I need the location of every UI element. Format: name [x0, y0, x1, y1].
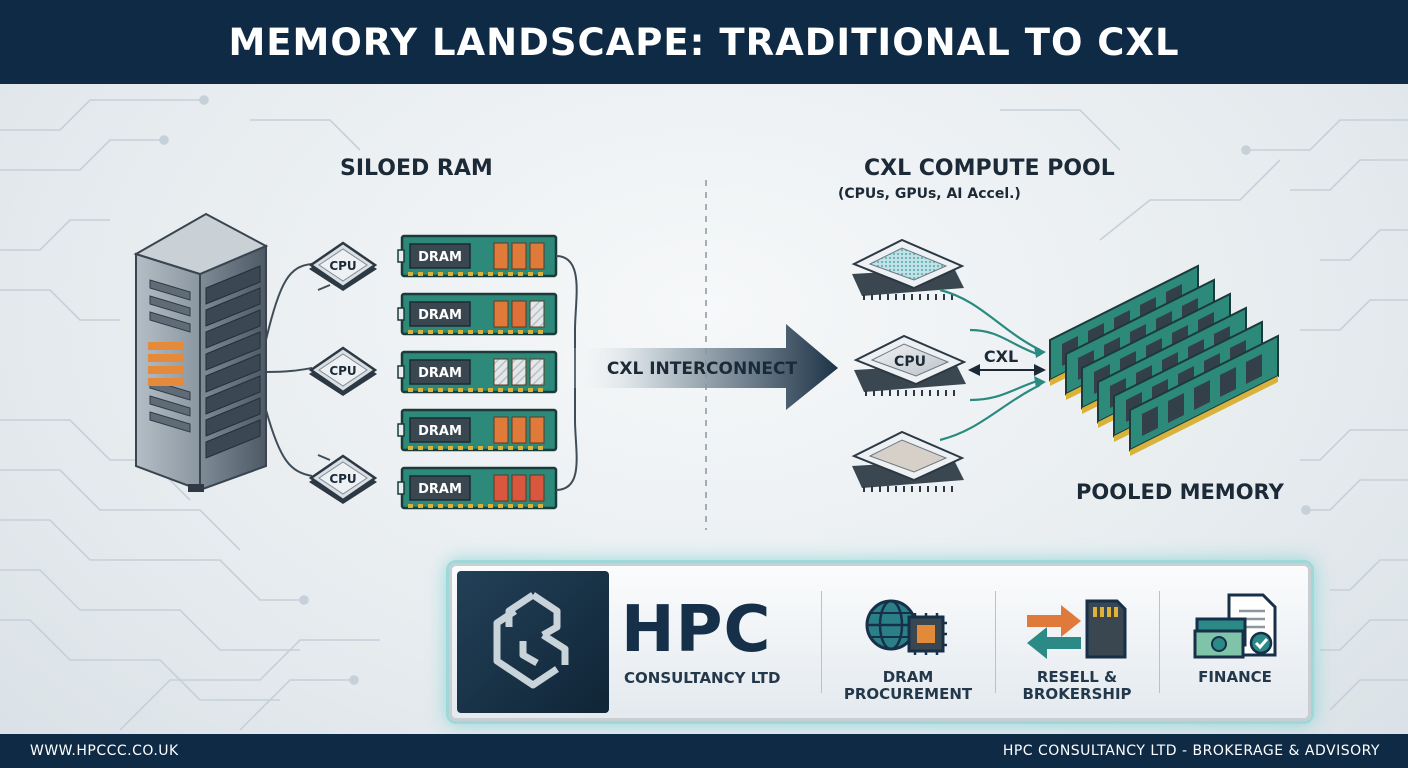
exchange-memory-card-icon: [1027, 599, 1127, 659]
service-line: DRAM: [882, 668, 934, 686]
title-bar: MEMORY LANDSCAPE: TRADITIONAL TO CXL: [0, 0, 1408, 84]
globe-chip-icon: [865, 599, 947, 655]
dram-module-icon: DRAM: [397, 350, 558, 394]
service-finance: FINANCE: [1171, 669, 1299, 686]
pooled-memory-label: POOLED MEMORY: [1076, 480, 1284, 504]
footer-website[interactable]: WWW.HPCCC.CO.UK: [30, 743, 179, 759]
cpu-chip-icon: CPU: [853, 334, 967, 396]
dram-label: DRAM: [418, 250, 462, 265]
dram-module-icon: DRAM: [397, 292, 558, 336]
cxl-interconnect-label: CXL INTERCONNECT: [607, 359, 798, 379]
service-line: RESELL &: [1036, 668, 1118, 686]
cpu-label: CPU: [329, 259, 356, 273]
cpu-label: CPU: [894, 354, 926, 370]
cpu-chip-icon: CPU: [308, 241, 378, 291]
cxl-pool-subtitle: (CPUs, GPUs, AI Accel.): [838, 186, 1021, 202]
hpc-logo-icon: [493, 592, 569, 689]
service-line: FINANCE: [1198, 668, 1272, 686]
page-title: MEMORY LANDSCAPE: TRADITIONAL TO CXL: [228, 20, 1180, 64]
gpu-chip-icon: [851, 238, 965, 300]
cpu-label: CPU: [329, 364, 356, 378]
hpc-logo-tile: [457, 571, 609, 713]
dram-module-icon: DRAM: [397, 466, 558, 510]
brand-name: HPC: [621, 593, 772, 667]
cxl-interconnect-arrow: CXL INTERCONNECT: [560, 324, 838, 410]
dram-label: DRAM: [418, 308, 462, 323]
service-dram-procurement: DRAM PROCUREMENT: [833, 669, 983, 703]
divider: [821, 591, 822, 693]
footer-bar: WWW.HPCCC.CO.UK HPC CONSULTANCY LTD - BR…: [0, 734, 1408, 768]
dram-module-icon: DRAM: [397, 408, 558, 452]
cxl-pool-title: CXL COMPUTE POOL: [864, 156, 1115, 181]
cxl-link-label: CXL: [984, 347, 1018, 366]
service-line: PROCUREMENT: [843, 685, 973, 703]
divider: [1159, 591, 1160, 693]
hpc-branding-card: HPC CONSULTANCY LTD DRAM PROCUREMENT: [446, 560, 1314, 724]
pooled-memory-stack: [1049, 264, 1279, 456]
service-line: BROKERSHIP: [1022, 685, 1132, 703]
siloed-ram-title: SILOED RAM: [340, 156, 493, 181]
cxl-link-arrow: CXL: [968, 347, 1046, 376]
dram-module-icon: DRAM: [397, 234, 558, 278]
cpu-chip-icon: CPU: [308, 346, 378, 396]
divider: [995, 591, 996, 693]
dram-label: DRAM: [418, 424, 462, 439]
pooled-dram-module-icon: [1129, 334, 1279, 456]
money-document-icon: [1193, 593, 1277, 659]
dram-label: DRAM: [418, 482, 462, 497]
rack-cpu-links: [265, 263, 331, 477]
cpu-chip-icon: CPU: [308, 454, 378, 504]
dram-label: DRAM: [418, 366, 462, 381]
service-resell-brokership: RESELL & BROKERSHIP: [1005, 669, 1149, 703]
cpu-label: CPU: [329, 472, 356, 486]
accelerator-chip-icon: [851, 430, 965, 492]
memory-diagram: CPU CPU CPU DRAM DRAM DRAM DRAM DRAM CXL INTER…: [133, 180, 1279, 530]
brand-subtitle: CONSULTANCY LTD: [624, 669, 781, 687]
footer-company: HPC CONSULTANCY LTD - BROKERAGE & ADVISO…: [1002, 743, 1380, 759]
server-rack-icon: [133, 212, 269, 492]
cxl-teal-links: [939, 288, 1046, 442]
